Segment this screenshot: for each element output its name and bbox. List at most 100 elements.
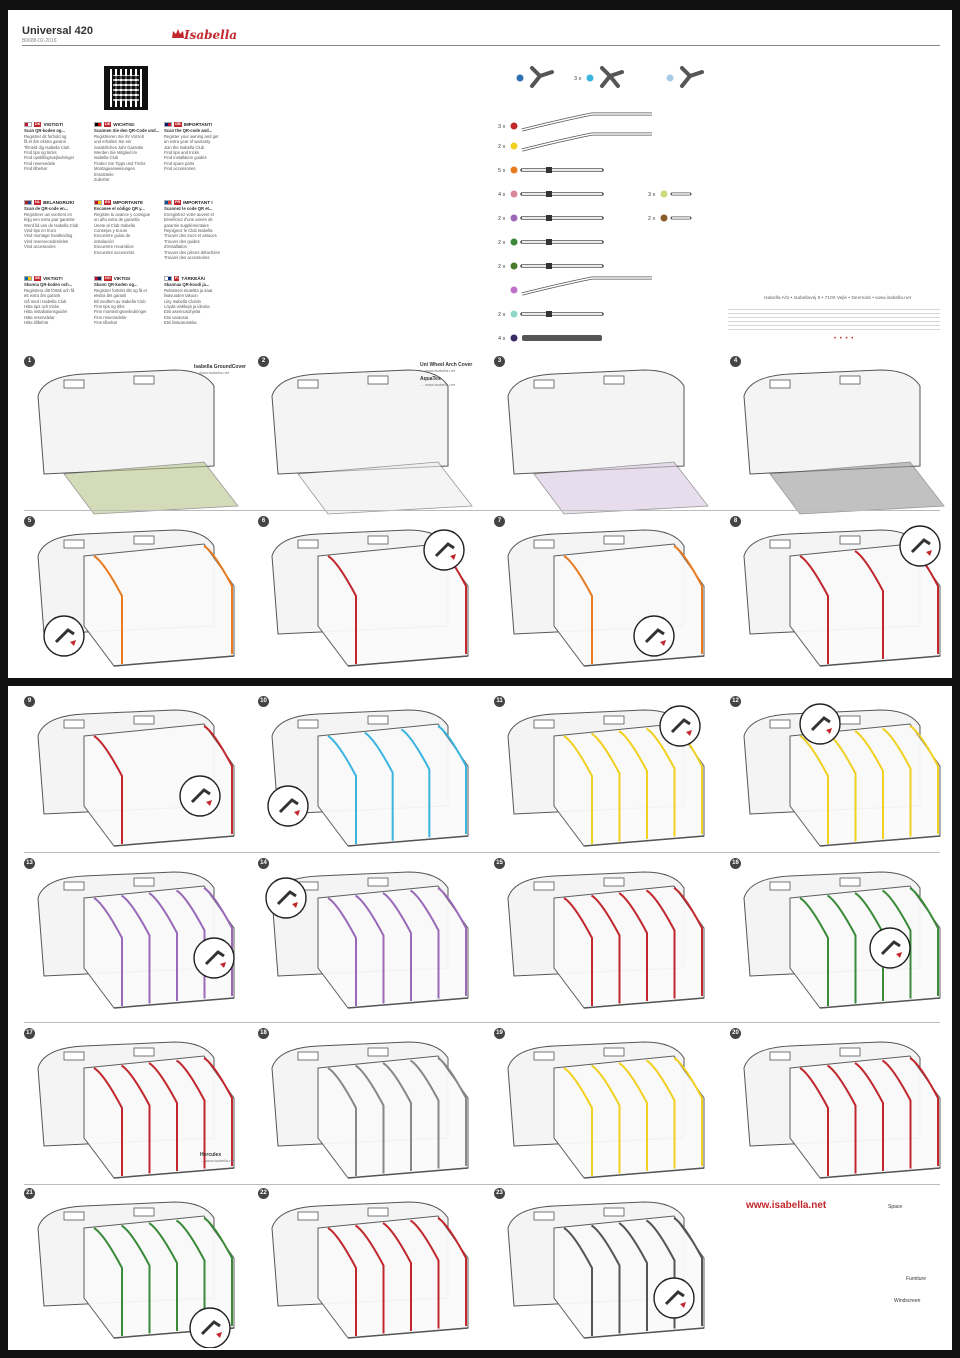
language-line: Registrer dit forhold og xyxy=(24,133,67,139)
step-illustration xyxy=(267,709,469,847)
step-illustration xyxy=(743,871,941,1009)
language-heading: VIKTIG! xyxy=(113,276,131,281)
language-line: Löydä vinkkejä ja ideoita xyxy=(164,304,210,310)
language-heading: IMPORTANTE xyxy=(113,200,144,205)
language-line: Isabella Club xyxy=(94,155,119,161)
step-number: 8 xyxy=(730,516,741,527)
assembly-step-2: 2 xyxy=(258,356,478,516)
language-line: d'installation xyxy=(164,244,187,250)
step-illustration xyxy=(507,529,705,667)
step-illustration xyxy=(271,1041,469,1179)
language-line: Hitta installationsguider xyxy=(24,309,68,315)
step-number: 2 xyxy=(258,356,269,367)
flag-icon xyxy=(94,200,102,206)
language-line: und erhalten Sie ein xyxy=(94,139,132,145)
assembly-step-11: 11 xyxy=(494,696,714,856)
part-peg: 2 x xyxy=(648,214,692,222)
language-line: zusätzliches Jahr Garantie xyxy=(94,144,144,150)
flag-icon xyxy=(24,122,32,128)
language-line: un año extra de garantía xyxy=(94,217,140,223)
language-heading: IMPORTANT! xyxy=(183,122,213,127)
step-number: 13 xyxy=(24,858,35,869)
language-heading: WICHTIG! xyxy=(113,122,135,127)
divider xyxy=(24,1184,940,1185)
label-furniture: Furniture xyxy=(906,1276,927,1282)
part-arch xyxy=(510,276,652,296)
assembly-step-5: 5 xyxy=(24,516,244,676)
language-subheading: Escanee el código QR y... xyxy=(94,206,145,212)
step-illustration xyxy=(37,1201,235,1348)
step-number: 9 xyxy=(24,696,35,707)
website-link[interactable]: www.isabella.net xyxy=(746,1200,827,1211)
step-number: 23 xyxy=(494,1188,505,1199)
language-heading: BELANGRIJK! xyxy=(43,200,75,205)
color-code-dot xyxy=(586,74,594,82)
callout-wheel-arch-cover: Uni Wheel Arch Cover → www.isabella.net xyxy=(420,362,473,373)
language-line: Finn monteringsveiledninger xyxy=(94,309,147,315)
step-illustration xyxy=(271,369,473,515)
language-subheading: Scan QR-koden og... xyxy=(24,128,65,134)
language-code: DE xyxy=(104,122,112,128)
part-quantity: 3 x xyxy=(574,76,582,82)
color-code-dot xyxy=(510,238,518,246)
color-code-dot xyxy=(510,190,518,198)
language-subheading: Skann QR-koden og... xyxy=(94,282,138,288)
flag-icon xyxy=(24,276,32,282)
language-line: Vind reserveonderdelen xyxy=(24,238,69,244)
assembly-step-8: 8 xyxy=(730,516,950,676)
part-pole: 5 x xyxy=(498,166,604,174)
flag-icon xyxy=(164,276,172,282)
assembly-step-18: 18 xyxy=(258,1028,478,1188)
language-line: Find spare parts xyxy=(164,160,195,166)
flag-icon xyxy=(164,200,172,206)
step-illustration xyxy=(265,871,469,1009)
language-line: Werden Sie Mitglied im xyxy=(94,150,137,156)
language-code: FR xyxy=(174,200,182,206)
assembly-step-14: 14 xyxy=(258,858,478,1018)
language-code: DK xyxy=(34,122,42,128)
language-line: Vind montage handleiding xyxy=(24,233,73,239)
step-number: 12 xyxy=(730,696,741,707)
language-line: Trouver des pièces détachées xyxy=(164,249,220,255)
isabella-logo: Isabella xyxy=(170,26,250,44)
language-line: Find tilbehør xyxy=(24,166,48,172)
language-line: lisävuoden takuun xyxy=(164,293,198,299)
company-address: Isabella A/S • Isabellavej 5 • 7100 Vejl… xyxy=(764,296,911,301)
language-line: krijg een extra jaar garantie xyxy=(24,217,75,223)
step-number: 17 xyxy=(24,1028,35,1039)
flag-icon xyxy=(94,276,102,282)
language-code: NL xyxy=(34,200,42,206)
part-arch: 3 x xyxy=(498,112,652,132)
step-number: 22 xyxy=(258,1188,269,1199)
language-line: Hitta tillbehör xyxy=(24,320,49,326)
language-line: få ét års ekstra garanti xyxy=(24,139,66,145)
step-illustration xyxy=(37,871,235,1009)
part-pole: 4 x xyxy=(498,190,604,198)
assembly-step-3: 3 xyxy=(494,356,714,516)
language-line: Registre tu avance y consigue xyxy=(94,211,151,217)
step-number: 4 xyxy=(730,356,741,367)
step-number: 14 xyxy=(258,858,269,869)
language-line: Tilmeld dig Isabella Club xyxy=(24,144,70,150)
language-code: FI xyxy=(174,276,180,282)
language-line: Encuentre guías de xyxy=(94,233,131,239)
qr-code[interactable] xyxy=(104,66,148,110)
assembly-step-19: 19 xyxy=(494,1028,714,1188)
language-line: ett extra års garanti xyxy=(24,293,61,299)
step-illustration xyxy=(743,703,941,847)
step-illustration xyxy=(37,1041,235,1179)
language-heading: VIGTIGT! xyxy=(43,122,64,127)
page-header: Universal 420 B0688-02-2016 Isabella xyxy=(22,24,940,46)
step-illustration xyxy=(37,529,235,667)
step-illustration xyxy=(507,369,709,515)
color-code-dot xyxy=(666,74,674,82)
color-code-dot xyxy=(510,122,518,130)
divider xyxy=(24,852,940,853)
color-code-dot xyxy=(510,334,518,342)
assembly-step-7: 7 xyxy=(494,516,714,676)
